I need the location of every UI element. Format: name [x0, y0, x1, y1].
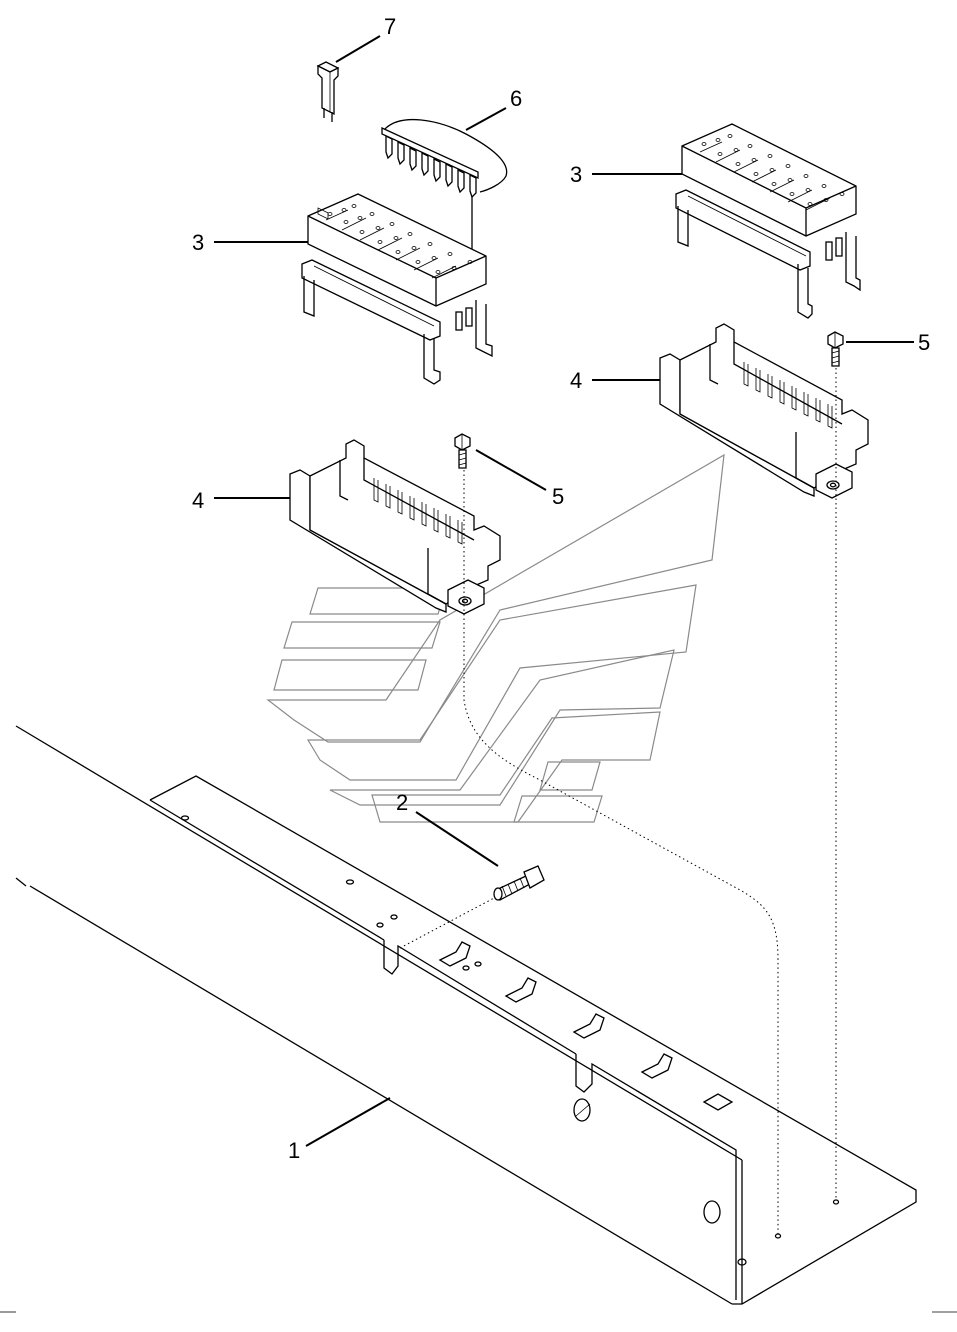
watermark-logo: [266, 453, 725, 823]
callout-3-left: 3: [192, 230, 204, 255]
screw-item-5-right: [827, 331, 844, 367]
screw-item-2: [493, 865, 545, 901]
callout-3-right: 3: [570, 162, 582, 187]
relay-socket-right: [675, 123, 861, 319]
callout-7: 7: [384, 14, 396, 39]
screw-item-5-left: [454, 433, 471, 469]
mounting-rail: [0, 725, 957, 1313]
callout-4-left: 4: [192, 488, 204, 513]
callout-labels: 1 2 3 3 4 4 5 5 6 7: [192, 14, 930, 1163]
terminal-grid-left: [317, 204, 473, 279]
relay-socket-left: [301, 193, 493, 385]
relay-base-right: [659, 323, 869, 499]
callout-2: 2: [396, 790, 408, 815]
assembly-lines: [399, 368, 837, 1234]
fuse-item-7: [316, 61, 340, 122]
jumper-strip-item-6: [381, 118, 508, 268]
base-right-slots: [743, 362, 833, 429]
terminal-grid-right: [699, 134, 845, 211]
relay-base-left: [289, 439, 501, 615]
base-left-slots: [373, 478, 463, 545]
callout-5-left: 5: [552, 484, 564, 509]
jumper-pins: [385, 134, 477, 199]
callout-1: 1: [288, 1138, 300, 1163]
callout-5-right: 5: [918, 330, 930, 355]
leader-lines: [214, 35, 914, 1147]
callout-6: 6: [510, 86, 522, 111]
callout-4-right: 4: [570, 368, 582, 393]
